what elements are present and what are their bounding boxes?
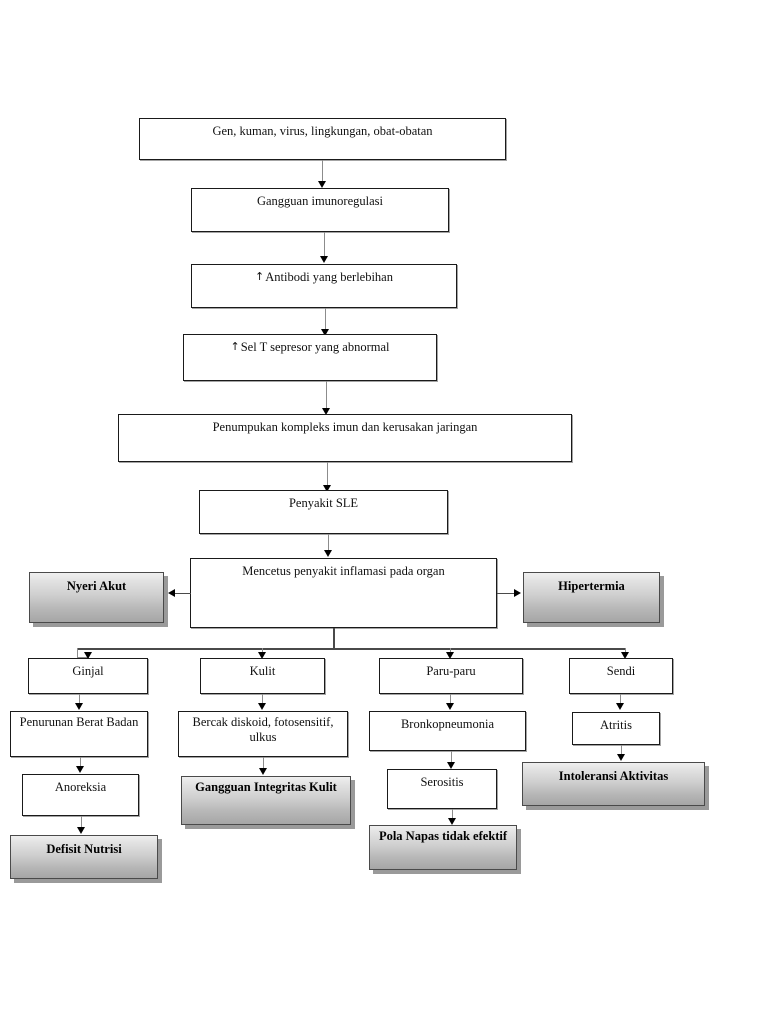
node-bercak-diskoid[interactable]: Bercak diskoid, fotosensitif, ulkus bbox=[178, 711, 348, 757]
connector-bus-kulit bbox=[262, 648, 263, 654]
arrowhead-sle bbox=[323, 485, 331, 492]
arrowhead-paru bbox=[446, 652, 454, 659]
node-antibodi-text: Antibodi yang berlebihan bbox=[265, 270, 393, 284]
connector-sendi-atritis bbox=[620, 694, 621, 706]
node-intoleransi-aktivitas-label: Intoleransi Aktivitas bbox=[558, 769, 669, 783]
node-sendi-label: Sendi bbox=[606, 664, 636, 678]
node-antibodi-label: ↑Antibodi yang berlebihan bbox=[192, 265, 456, 285]
arrowhead-kulit bbox=[258, 652, 266, 659]
arrowhead-pola-napas bbox=[448, 818, 456, 825]
node-bronkopneumonia-label: Bronkopneumonia bbox=[400, 717, 495, 731]
node-etiology-label: Gen, kuman, virus, lingkungan, obat-obat… bbox=[212, 124, 433, 138]
node-kulit[interactable]: Kulit bbox=[200, 658, 325, 694]
arrowhead-antibodi bbox=[320, 256, 328, 263]
node-penumpukan-label: Penumpukan kompleks imun dan kerusakan j… bbox=[212, 420, 478, 434]
node-penyakit-sle-label: Penyakit SLE bbox=[288, 496, 359, 510]
connector-anoreksia-defisit bbox=[81, 816, 82, 830]
arrowhead-bronko bbox=[446, 703, 454, 710]
connector-bus-ginjal bbox=[77, 648, 78, 658]
up-arrow-icon: ↑ bbox=[230, 340, 240, 353]
arrowhead-penumpukan bbox=[322, 408, 330, 415]
arrowhead-penurunan-bb bbox=[75, 703, 83, 710]
arrowhead-atritis bbox=[616, 703, 624, 710]
node-pola-napas-tidak-efektif-label: Pola Napas tidak efektif bbox=[378, 829, 508, 843]
arrowhead-hipertermia bbox=[514, 589, 521, 597]
node-penyakit-sle[interactable]: Penyakit SLE bbox=[199, 490, 448, 534]
arrowhead-bercak bbox=[258, 703, 266, 710]
node-defisit-nutrisi-label: Defisit Nutrisi bbox=[46, 842, 122, 856]
node-kulit-label: Kulit bbox=[249, 664, 276, 678]
node-bercak-diskoid-label: Bercak diskoid, fotosensitif, ulkus bbox=[192, 715, 334, 744]
connector-penurunan-anoreksia bbox=[80, 757, 81, 769]
connector-mencetus-bus-drop bbox=[333, 628, 335, 649]
connector-bronko-serositis bbox=[451, 751, 452, 765]
arrowhead-anoreksia bbox=[76, 766, 84, 773]
node-atritis[interactable]: Atritis bbox=[572, 712, 660, 745]
arrowhead-ginjal bbox=[84, 652, 92, 659]
connector-ginjal-penurunan bbox=[79, 694, 80, 706]
connector-bercak-gangguan-kulit bbox=[263, 757, 264, 771]
connector-sle-mencetus bbox=[328, 534, 329, 552]
connector-atritis-intoleransi bbox=[621, 745, 622, 757]
connector-etiology-imunoregulasi bbox=[322, 160, 323, 184]
node-intoleransi-aktivitas[interactable]: Intoleransi Aktivitas bbox=[522, 762, 705, 806]
arrowhead-selt bbox=[321, 329, 329, 336]
up-arrow-icon: ↑ bbox=[255, 270, 265, 283]
connector-penumpukan-sle bbox=[327, 462, 328, 488]
arrowhead-intoleransi bbox=[617, 754, 625, 761]
node-penurunan-berat-badan[interactable]: Penurunan Berat Badan bbox=[10, 711, 148, 757]
node-sendi[interactable]: Sendi bbox=[569, 658, 673, 694]
arrowhead-imunoregulasi bbox=[318, 181, 326, 188]
arrowhead-gangguan-kulit bbox=[259, 768, 267, 775]
connector-kulit-bercak bbox=[262, 694, 263, 706]
node-pola-napas-tidak-efektif[interactable]: Pola Napas tidak efektif bbox=[369, 825, 517, 870]
node-serositis[interactable]: Serositis bbox=[387, 769, 497, 809]
node-etiology[interactable]: Gen, kuman, virus, lingkungan, obat-obat… bbox=[139, 118, 506, 160]
node-atritis-label: Atritis bbox=[600, 718, 632, 732]
arrowhead-nyeri-akut bbox=[168, 589, 175, 597]
node-imunoregulasi-label: Gangguan imunoregulasi bbox=[256, 194, 383, 208]
connector-bus-ginjal-h bbox=[77, 657, 88, 658]
connector-bus-paru bbox=[450, 648, 451, 654]
node-defisit-nutrisi[interactable]: Defisit Nutrisi bbox=[10, 835, 158, 879]
node-serositis-label: Serositis bbox=[420, 775, 464, 789]
connector-paru-bronko bbox=[450, 694, 451, 706]
node-bronkopneumonia[interactable]: Bronkopneumonia bbox=[369, 711, 526, 751]
node-mencetus-label: Mencetus penyakit inflamasi pada organ bbox=[242, 564, 445, 578]
arrowhead-sendi bbox=[621, 652, 629, 659]
connector-imunoregulasi-antibodi bbox=[324, 232, 325, 259]
node-anoreksia-label: Anoreksia bbox=[54, 780, 107, 794]
node-sel-t[interactable]: ↑Sel T sepresor yang abnormal bbox=[183, 334, 437, 381]
connector-antibodi-selt bbox=[325, 308, 326, 332]
node-sel-t-label: ↑Sel T sepresor yang abnormal bbox=[184, 335, 436, 355]
node-penumpukan[interactable]: Penumpukan kompleks imun dan kerusakan j… bbox=[118, 414, 572, 462]
node-sel-t-text: Sel T sepresor yang abnormal bbox=[240, 340, 390, 354]
node-hipertermia[interactable]: Hipertermia bbox=[523, 572, 660, 623]
node-paru-paru[interactable]: Paru-paru bbox=[379, 658, 523, 694]
node-nyeri-akut-label: Nyeri Akut bbox=[66, 579, 127, 593]
connector-serositis-pola-napas bbox=[452, 809, 453, 821]
node-antibodi[interactable]: ↑Antibodi yang berlebihan bbox=[191, 264, 457, 308]
node-ginjal[interactable]: Ginjal bbox=[28, 658, 148, 694]
arrowhead-mencetus bbox=[324, 550, 332, 557]
connector-organ-bus bbox=[77, 648, 626, 650]
connector-mencetus-nyeri-akut bbox=[173, 593, 191, 594]
node-anoreksia[interactable]: Anoreksia bbox=[22, 774, 139, 816]
node-gangguan-integritas-kulit[interactable]: Gangguan Integritas Kulit bbox=[181, 776, 351, 825]
arrowhead-serositis bbox=[447, 762, 455, 769]
node-gangguan-integritas-kulit-label: Gangguan Integritas Kulit bbox=[195, 780, 337, 794]
connector-selt-penumpukan bbox=[326, 381, 327, 411]
node-paru-paru-label: Paru-paru bbox=[426, 664, 476, 678]
node-penurunan-berat-badan-label: Penurunan Berat Badan bbox=[19, 715, 139, 729]
node-hipertermia-label: Hipertermia bbox=[558, 579, 625, 593]
node-imunoregulasi[interactable]: Gangguan imunoregulasi bbox=[191, 188, 449, 232]
connector-bus-sendi bbox=[625, 648, 626, 654]
connector-mencetus-hipertermia bbox=[497, 593, 515, 594]
node-nyeri-akut[interactable]: Nyeri Akut bbox=[29, 572, 164, 623]
arrowhead-defisit-nutrisi bbox=[77, 827, 85, 834]
node-mencetus[interactable]: Mencetus penyakit inflamasi pada organ bbox=[190, 558, 497, 628]
node-ginjal-label: Ginjal bbox=[72, 664, 104, 678]
